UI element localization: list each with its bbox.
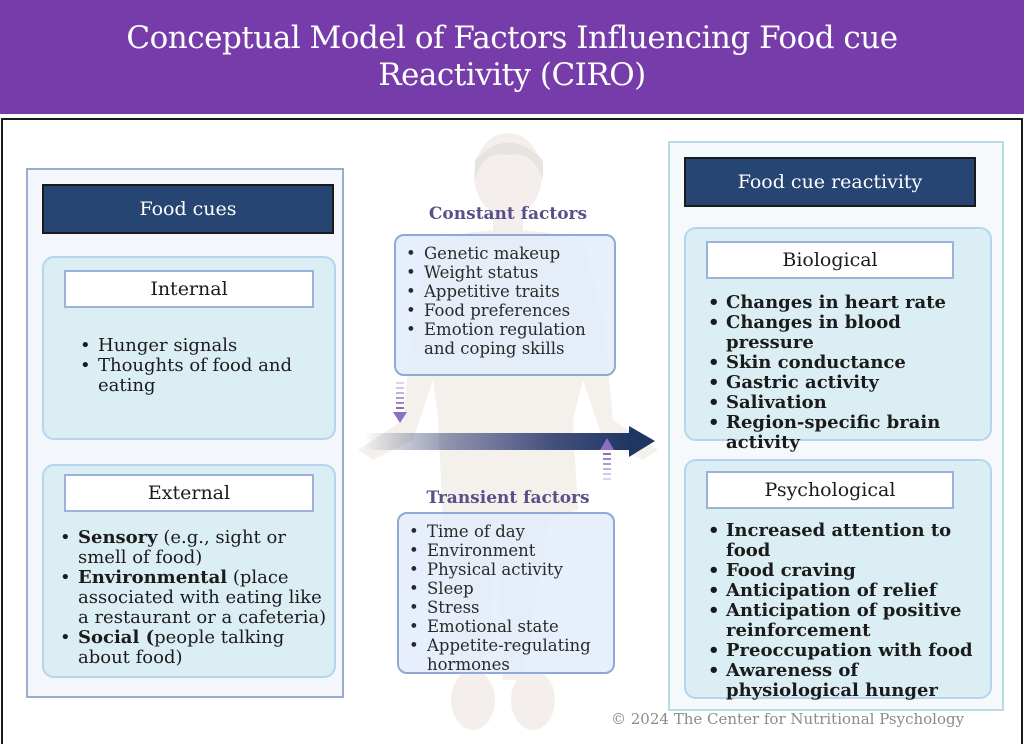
item-bold: Environmental: [78, 567, 228, 588]
page-title: Conceptual Model of Factors Influencing …: [126, 20, 898, 93]
internal-cues-box: Internal Hunger signals Thoughts of food…: [42, 256, 336, 440]
list-item: Awareness of physiological hunger: [706, 661, 992, 701]
transient-factors-box: Time of day Environment Physical activit…: [397, 512, 615, 674]
list-item: Stress: [407, 598, 617, 617]
list-item: Skin conductance: [706, 353, 986, 374]
copyright-notice: © 2024 The Center for Nutritional Psycho…: [611, 710, 965, 728]
constant-factors-list: Genetic makeup Weight status Appetitive …: [404, 244, 614, 358]
internal-list: Hunger signals Thoughts of food and eati…: [78, 336, 318, 396]
list-item: Appetite-regulating hormones: [407, 636, 617, 674]
internal-label: Internal: [64, 270, 314, 308]
list-item: Food preferences: [404, 301, 614, 320]
list-item: Physical activity: [407, 560, 617, 579]
list-item: Preoccupation with food: [706, 641, 992, 662]
external-cues-box: External Sensory (e.g., sight or smell o…: [42, 464, 336, 678]
biological-box: Biological Changes in heart rate Changes…: [684, 227, 992, 453]
header-banner: Conceptual Model of Factors Influencing …: [0, 0, 1024, 114]
diagram-frame: Food cues Internal Hunger signals Though…: [1, 118, 1023, 744]
list-item: Genetic makeup: [404, 244, 614, 263]
list-item: Changes in heart rate: [706, 293, 986, 314]
list-item: Changes in blood pressure: [706, 313, 986, 353]
biological-list: Changes in heart rate Changes in blood p…: [706, 293, 986, 453]
list-item: Anticipation of relief: [706, 581, 992, 602]
list-item: Region-specific brain activity: [706, 413, 986, 453]
list-item: Anticipation of positive reinforcement: [706, 601, 992, 641]
external-label: External: [64, 474, 314, 512]
list-item: Environment: [407, 541, 617, 560]
list-item: Emotional state: [407, 617, 617, 636]
transient-factors-list: Time of day Environment Physical activit…: [407, 522, 617, 674]
list-item: Appetitive traits: [404, 282, 614, 301]
item-bold: Social (: [78, 627, 155, 648]
item-rest: (place associated with eating like a res…: [78, 567, 327, 628]
list-item: Social (people talking about food): [58, 628, 330, 668]
list-item: Hunger signals: [78, 336, 318, 357]
psychological-list: Increased attention to food Food craving…: [706, 521, 992, 701]
list-item: Food craving: [706, 561, 992, 582]
list-item: Salivation: [706, 393, 986, 414]
psychological-box: Psychological Increased attention to foo…: [684, 459, 992, 701]
list-item: Thoughts of food and eating: [78, 356, 318, 396]
list-item: Weight status: [404, 263, 614, 282]
food-cue-reactivity-title: Food cue reactivity: [684, 157, 976, 207]
list-item: Gastric activity: [706, 373, 986, 394]
list-item: Sensory (e.g., sight or smell of food): [58, 528, 330, 568]
psychological-label: Psychological: [706, 471, 954, 509]
arrow-right-icon: [365, 426, 655, 457]
list-item: Sleep: [407, 579, 617, 598]
list-item: Increased attention to food: [706, 521, 992, 561]
food-cues-panel: Food cues Internal Hunger signals Though…: [26, 168, 344, 698]
biological-label: Biological: [706, 241, 954, 279]
dashed-arrow-down-icon: [393, 382, 407, 423]
dashed-arrow-up-icon: [600, 438, 614, 480]
item-rest: people talking about food): [78, 627, 285, 668]
item-rest: (e.g., sight or smell of food): [78, 527, 286, 568]
constant-factors-box: Genetic makeup Weight status Appetitive …: [394, 234, 616, 376]
constant-factors-title: Constant factors: [428, 204, 588, 224]
list-item: Environmental (place associated with eat…: [58, 568, 330, 628]
external-list: Sensory (e.g., sight or smell of food) E…: [58, 528, 330, 668]
item-bold: Sensory: [78, 527, 158, 548]
transient-factors-title: Transient factors: [426, 488, 590, 508]
list-item: Time of day: [407, 522, 617, 541]
food-cues-title: Food cues: [42, 184, 334, 234]
food-cue-reactivity-panel: Food cue reactivity Biological Changes i…: [668, 141, 1004, 711]
list-item: Emotion regulation and coping skills: [404, 320, 614, 358]
